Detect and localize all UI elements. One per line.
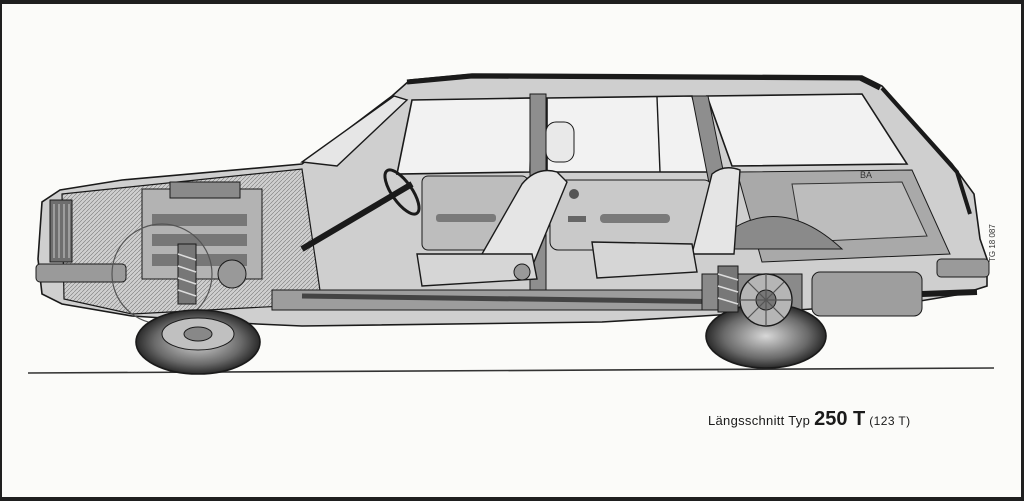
badge-text: BA xyxy=(860,170,872,180)
rear-quarter-window xyxy=(705,93,909,167)
front-seat xyxy=(470,169,568,273)
caption-variant: (123 T) xyxy=(869,414,911,428)
rear-seat xyxy=(691,167,741,255)
rear-spring xyxy=(717,265,739,313)
car-cutaway-illustration: BA xyxy=(27,73,995,375)
steering-wheel xyxy=(383,168,421,216)
rear-bumper xyxy=(936,258,990,278)
fuel-tank xyxy=(811,271,923,317)
windshield xyxy=(300,95,409,167)
front-door-window xyxy=(396,97,533,175)
caption-prefix: Längsschnitt Typ xyxy=(708,413,811,428)
caption-model: 250 T xyxy=(814,408,866,430)
image-code: TG 18 087 xyxy=(988,224,997,262)
front-wheel xyxy=(135,309,261,375)
radiator-grille xyxy=(49,199,73,263)
front-bumper xyxy=(35,263,127,283)
printed-sheet: BA xyxy=(2,4,1021,497)
front-headrest xyxy=(545,121,575,163)
rear-wheel xyxy=(705,273,827,369)
driveshaft xyxy=(301,293,743,305)
